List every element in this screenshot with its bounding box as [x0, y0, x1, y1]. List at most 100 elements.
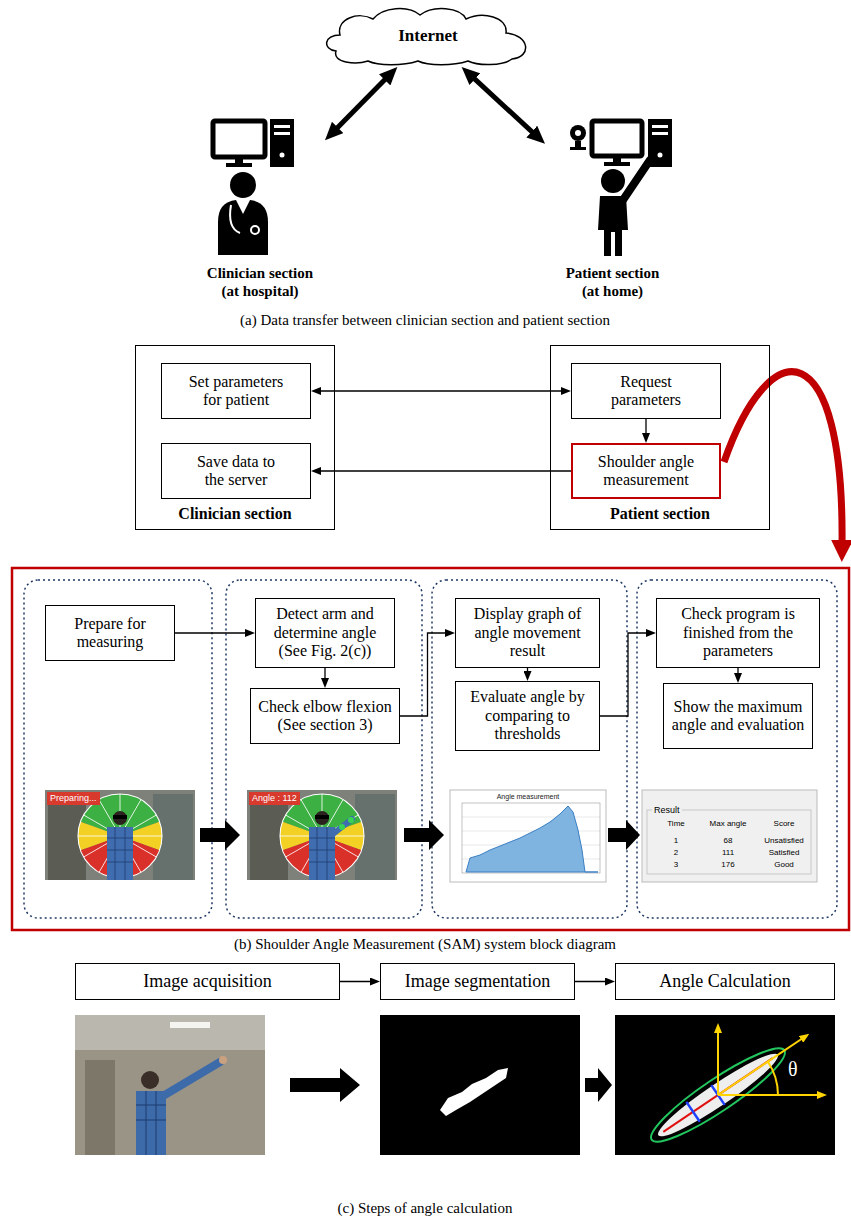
patient-icon: [652, 125, 668, 128]
table-header: Time: [667, 819, 684, 829]
clinician-icon: [274, 132, 290, 135]
node-text: Check elbow flexion (See section 3): [256, 698, 394, 735]
segmentation-image: [380, 1015, 580, 1155]
block-arrow: [200, 820, 640, 850]
camera-photo: [75, 1015, 265, 1155]
computer-station: Clinician section (at hospital): [195, 112, 325, 300]
process-box: Check elbow flexion (See section 3): [250, 688, 400, 744]
process-box: Display graph of angle movement result: [455, 598, 600, 668]
stage-panel: [24, 580, 837, 918]
patient-icon: [604, 162, 630, 166]
caption: (a) Data transfer between clinician sect…: [240, 312, 610, 329]
node-text: Shoulder angle measurement: [595, 453, 697, 490]
block-arrow: [290, 1068, 360, 1102]
block-arrow: [608, 820, 640, 850]
process-box: Evaluate angle by comparing to threshold…: [455, 681, 600, 751]
step-box: Image acquisition: [75, 963, 340, 1000]
node-text: Check program is finished from the param…: [662, 605, 814, 660]
highlighted-box: Shoulder angle measurement: [571, 443, 721, 499]
table-header: Score: [774, 819, 795, 829]
connector-arrow: [600, 633, 650, 716]
patient-icon: [570, 147, 586, 150]
camera-photo: [75, 1015, 265, 1050]
node-text: Request parameters: [597, 373, 695, 410]
clinician-icon: [274, 125, 290, 128]
process-box: Request parameters: [571, 363, 721, 419]
block-arrow: [585, 1068, 612, 1102]
table-cell: Good: [774, 860, 794, 870]
angle-graph: [450, 790, 606, 882]
node-text: Clinician section (at hospital): [205, 264, 315, 300]
computer-station: Patient section (at home): [545, 112, 680, 300]
detail-frame: [12, 568, 849, 930]
step-box: Angle Calculation: [615, 963, 835, 1000]
connector-arrow: [324, 668, 325, 682]
cloud-outline: [327, 9, 526, 65]
angle-image: [718, 1027, 823, 1095]
caption: (c) Steps of angle calculation: [338, 1200, 513, 1217]
angle-image: [615, 1015, 835, 1155]
table-cell: 111: [722, 848, 734, 858]
connector-arrow: [340, 981, 374, 982]
process-box: Save data to the server: [161, 443, 311, 499]
stage-panel: [226, 580, 422, 918]
connector-arrow: [470, 74, 537, 136]
stage-panel: [24, 580, 212, 918]
clinician-icon: [270, 119, 294, 167]
section-box: Patient section Request parametersShoulde…: [550, 345, 770, 530]
connector-arrow: [400, 633, 449, 716]
connector-arrow: [175, 632, 249, 633]
camera-photo: [136, 1091, 166, 1155]
clinician-icon: [230, 172, 256, 198]
node-text: Save data to the server: [187, 453, 285, 490]
patient-icon: [575, 141, 581, 147]
block-arrow: [200, 820, 240, 850]
table-header: Max angle: [710, 819, 747, 829]
process-box: Show the maximum angle and evaluation: [663, 683, 813, 749]
result-table: [642, 790, 817, 882]
clinician-icon: [280, 153, 285, 158]
table-cell: Satisfied: [769, 848, 800, 858]
clinician-icon: [213, 121, 265, 157]
camera-photo: [170, 1022, 210, 1028]
camera-thumbnail: [348, 817, 354, 823]
camera-thumbnail: [45, 790, 397, 880]
node-text: Image acquisition: [143, 971, 271, 992]
camera-thumbnail: [339, 824, 345, 830]
camera-photo: [75, 1015, 265, 1155]
stage-panel: [637, 580, 837, 918]
camera-thumbnail: [45, 790, 195, 880]
camera-photo: [219, 1056, 227, 1064]
angle-graph: [585, 871, 598, 873]
status-tag: Preparing...: [47, 792, 100, 805]
connector-arrow: [333, 75, 390, 133]
angle-image: [615, 1015, 835, 1155]
camera-photo: [85, 1060, 115, 1155]
angle-graph: [462, 817, 600, 818]
camera-photo: [156, 1091, 157, 1155]
angle-image: [718, 1036, 806, 1095]
patient-icon: [575, 130, 581, 136]
connector-arrow: [527, 668, 528, 675]
status-tag: Angle : 112: [249, 792, 300, 805]
camera-photo: [136, 1120, 166, 1121]
node-text: Show the maximum angle and evaluation: [669, 698, 807, 735]
node-text: Clinician section: [136, 505, 334, 523]
zoom-arrow: [724, 372, 842, 548]
segmentation-image: [380, 1015, 580, 1155]
clinician-icon: [251, 226, 259, 234]
table-cell: 176: [721, 860, 734, 870]
table-cell: 3: [674, 860, 678, 870]
angle-image: [717, 1027, 719, 1095]
connector-arrow: [317, 470, 571, 471]
patient-icon: [623, 160, 650, 200]
process-box: Check program is finished from the param…: [656, 598, 820, 668]
angle-graph: [462, 831, 600, 832]
group-title: Result: [652, 805, 682, 815]
camera-photo: [136, 1091, 166, 1155]
node-text: Patient section: [551, 505, 769, 523]
clinician-icon: [226, 163, 252, 167]
camera-photo: [163, 1062, 220, 1096]
node-text: Detect arm and determine angle (See Fig.…: [261, 605, 389, 660]
